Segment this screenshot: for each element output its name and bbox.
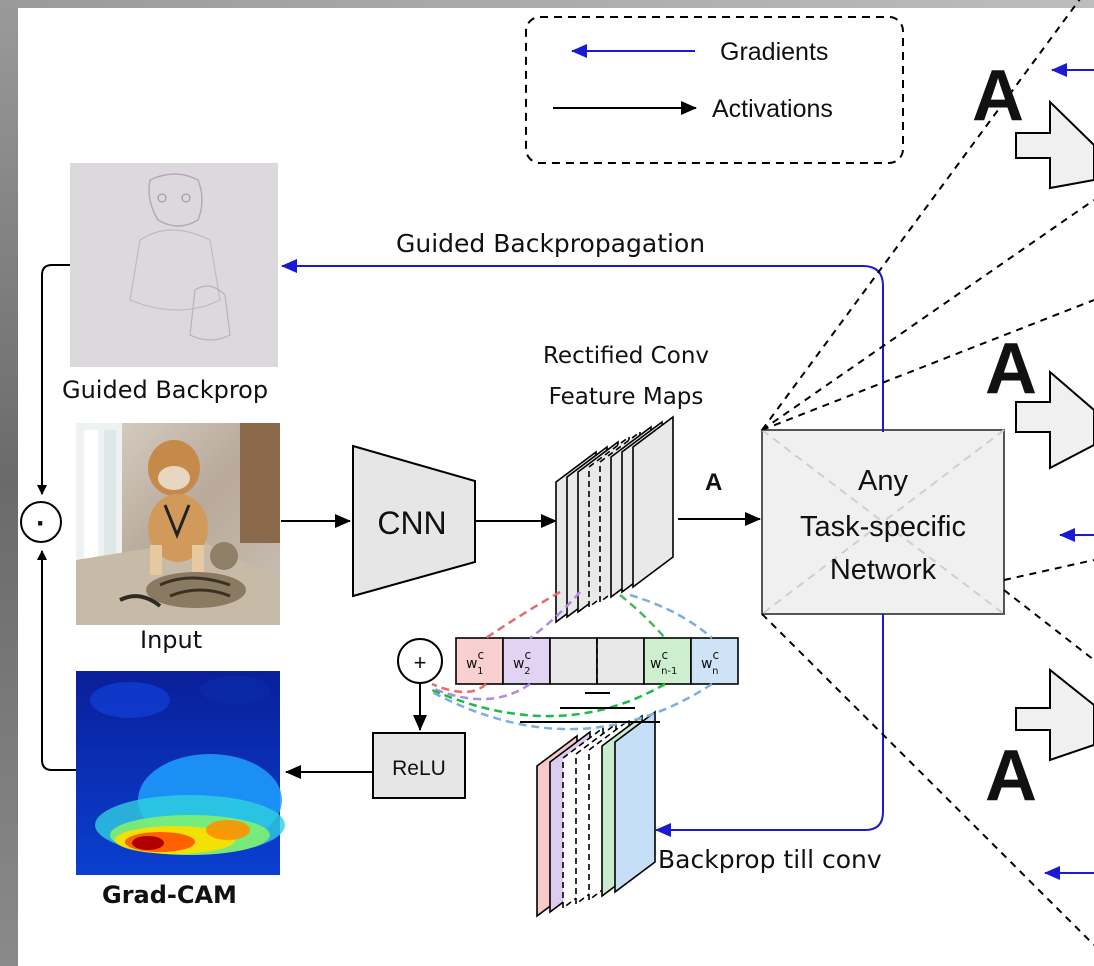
- block-arrow-2: [1015, 369, 1094, 470]
- network-label-line2: Task-specific: [800, 511, 966, 543]
- legend: Gradients Activations: [525, 16, 904, 164]
- guided-to-product-arrow: [37, 264, 70, 495]
- guided-backpropagation-arrow: [281, 259, 884, 432]
- pointwise-product-symbol: ·: [36, 507, 46, 540]
- sum-symbol: +: [414, 650, 427, 675]
- weight-cell: [549, 637, 598, 685]
- right-a-symbol-3: A: [985, 736, 1037, 816]
- right-a-symbol-2: A: [985, 329, 1037, 409]
- right-task-panels: A A A: [972, 56, 1094, 880]
- grad-cam-label: Grad-CAM: [102, 881, 237, 909]
- feature-map-sheet: [632, 415, 674, 589]
- backprop-till-conv-arrow: [655, 614, 884, 837]
- legend-gradients-label: Gradients: [720, 38, 828, 66]
- relu-label: ReLU: [392, 757, 446, 780]
- cnn-block: [352, 444, 476, 598]
- weight-cell: [643, 637, 692, 685]
- activation-a-label: A: [705, 469, 722, 496]
- guided-backpropagation-label: Guided Backpropagation: [396, 229, 705, 258]
- weight-cell: [455, 637, 504, 685]
- pointwise-product-node: [20, 501, 62, 543]
- block-arrow-1: [1015, 99, 1094, 190]
- network-label-line3: Network: [830, 554, 937, 586]
- gradient-map-sheet: [614, 710, 656, 894]
- cnn-label: CNN: [377, 505, 446, 541]
- weight-cell: [690, 637, 739, 685]
- window-frame-left: [0, 0, 18, 966]
- weight-cell: [502, 637, 551, 685]
- window-frame-top: [0, 0, 1094, 8]
- backprop-till-conv-label: Backprop till conv: [658, 845, 882, 874]
- guided-backprop-label: Guided Backprop: [62, 376, 268, 404]
- guided-backprop-image: [70, 163, 278, 367]
- task-fan-lines: [761, 0, 1094, 946]
- weight-cell: [596, 637, 645, 685]
- rectified-conv-label-line1: Rectified Conv: [543, 343, 709, 369]
- weight-connection-curves: [431, 590, 713, 731]
- rectified-feature-maps: [555, 415, 674, 624]
- right-a-symbol-1: A: [972, 56, 1024, 136]
- legend-box: [525, 16, 904, 164]
- block-arrow-3: [1015, 667, 1094, 762]
- legend-activations-label: Activations: [712, 95, 833, 123]
- gradcam-to-product-arrow: [37, 550, 76, 771]
- relu-block: [372, 732, 466, 799]
- grad-cam-heatmap: [76, 671, 285, 875]
- gradient-feature-maps: [536, 710, 656, 918]
- input-label: Input: [140, 626, 202, 654]
- rectified-conv-label-line2: Feature Maps: [549, 384, 704, 410]
- input-image: [76, 423, 280, 625]
- network-label-line1: Any: [858, 465, 908, 497]
